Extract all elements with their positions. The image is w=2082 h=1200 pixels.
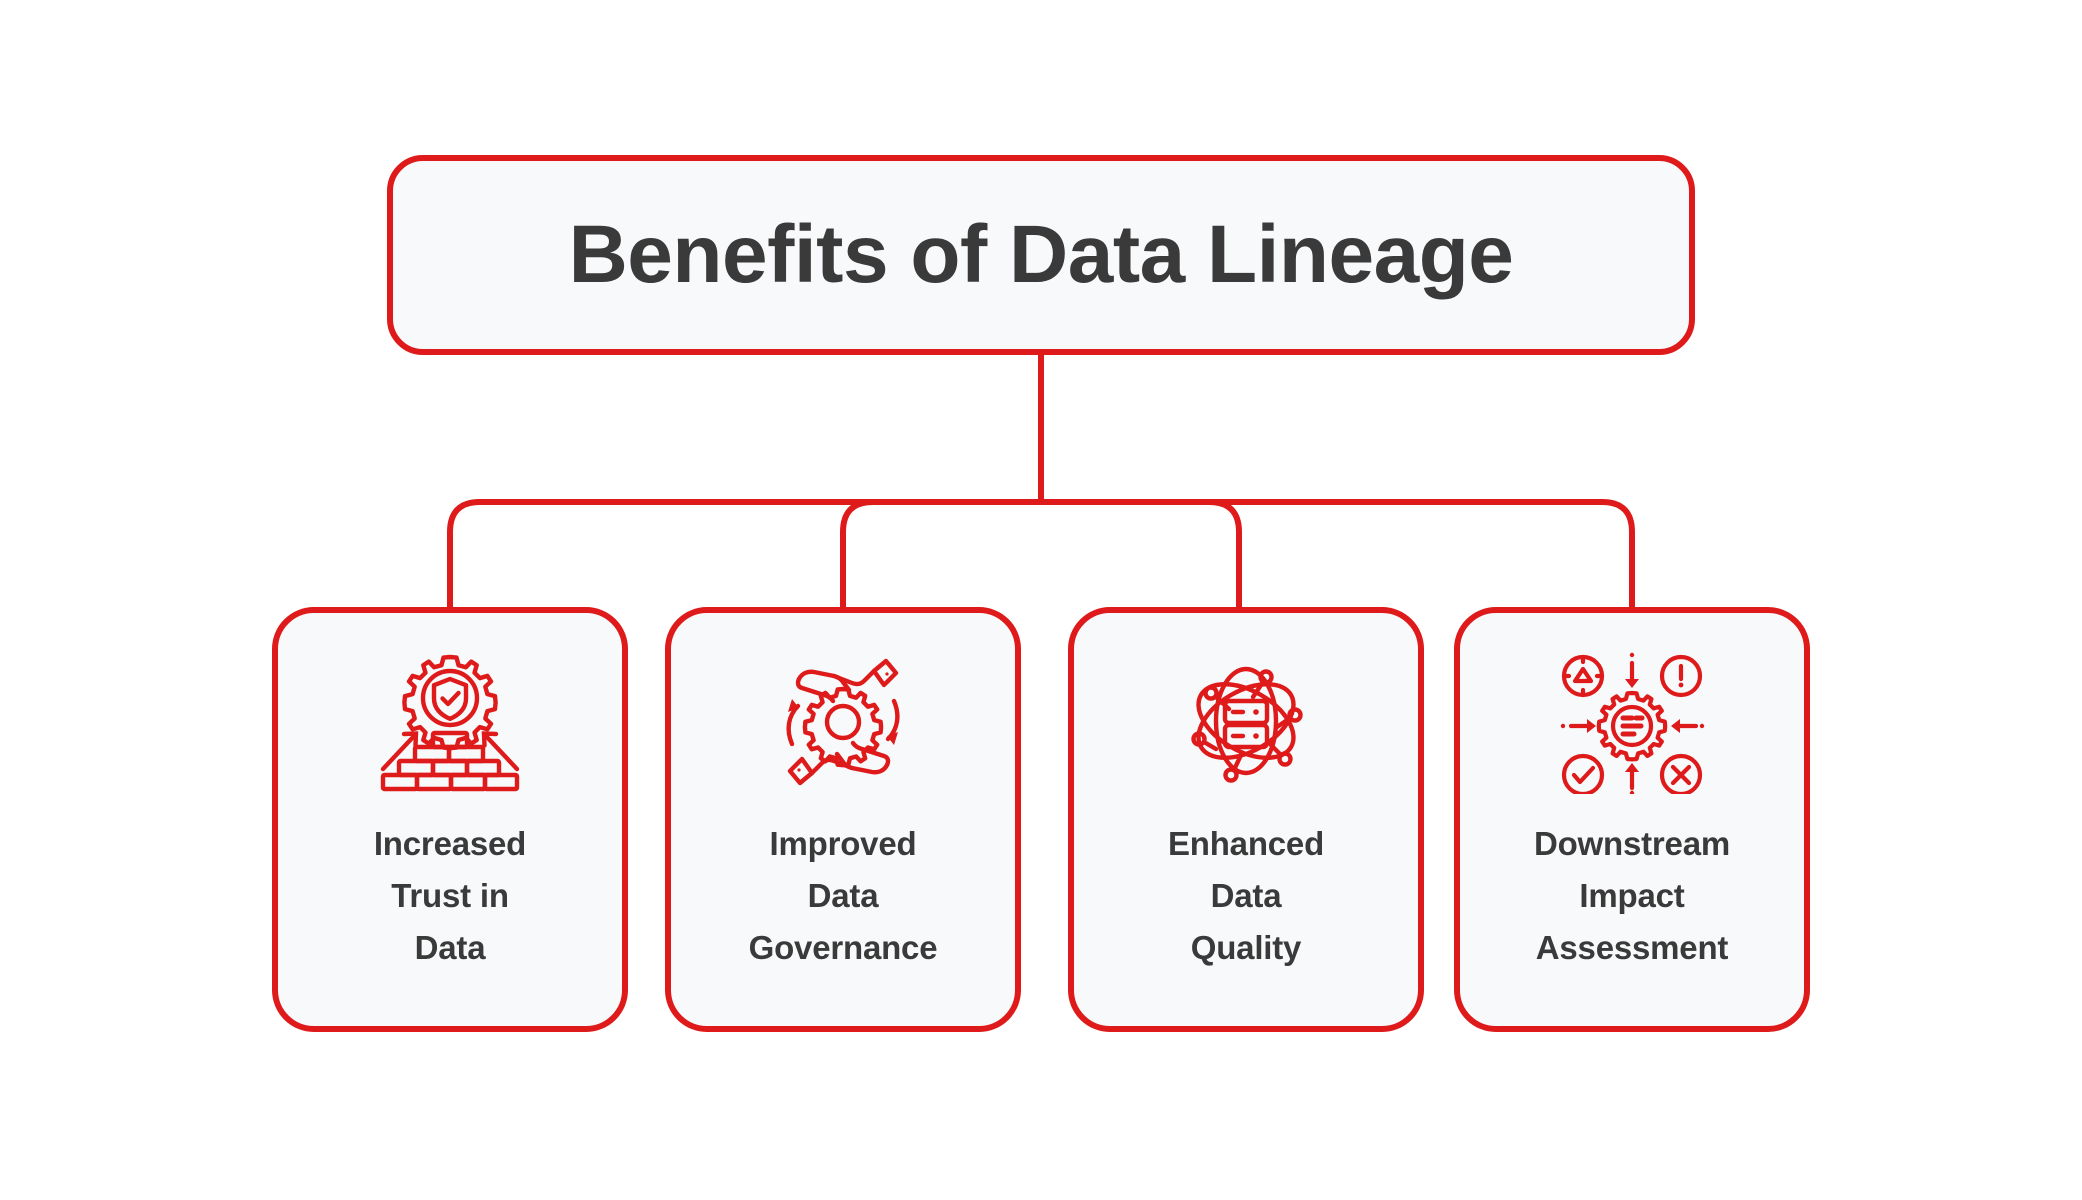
gear-impact-arrows-icon: [1560, 652, 1705, 794]
bus-outer: [447, 499, 1635, 607]
benefit-card-label: Enhanced Data Quality: [1084, 818, 1407, 974]
benefit-card-label: Improved Data Governance: [681, 818, 1004, 974]
benefit-card-enhanced-data-quality[interactable]: Enhanced Data Quality: [1068, 607, 1424, 1032]
label-line: Trust in: [391, 877, 509, 914]
atom-database-icon: [1191, 666, 1303, 783]
label-line: Data: [807, 877, 879, 914]
label-line: Assessment: [1535, 929, 1729, 966]
label-line: Increased: [373, 825, 527, 862]
gear-shield-check-bricks-icon: [380, 654, 520, 792]
label-line: Downstream: [1533, 825, 1731, 862]
label-line: Governance: [748, 929, 938, 966]
label-line: Impact: [1579, 877, 1685, 914]
benefit-card-label: Increased Trust in Data: [288, 818, 611, 974]
bus-inner: [840, 499, 1242, 607]
hands-gear-cycle-icon: [786, 658, 900, 786]
benefit-card-improved-data-governance[interactable]: Improved Data Governance: [665, 607, 1021, 1032]
benefit-card-label: Downstream Impact Assessment: [1470, 818, 1793, 974]
label-line: Data: [414, 929, 486, 966]
label-line: Quality: [1190, 929, 1302, 966]
benefit-card-increased-trust-in-data[interactable]: Increased Trust in Data: [272, 607, 628, 1032]
diagram-title-box: Benefits of Data Lineage: [387, 155, 1695, 355]
label-line: Improved: [769, 825, 917, 862]
label-line: Enhanced: [1167, 825, 1325, 862]
page-title: Benefits of Data Lineage: [568, 209, 1514, 300]
benefit-card-downstream-impact-assessment[interactable]: Downstream Impact Assessment: [1454, 607, 1810, 1032]
label-line: Data: [1210, 877, 1282, 914]
